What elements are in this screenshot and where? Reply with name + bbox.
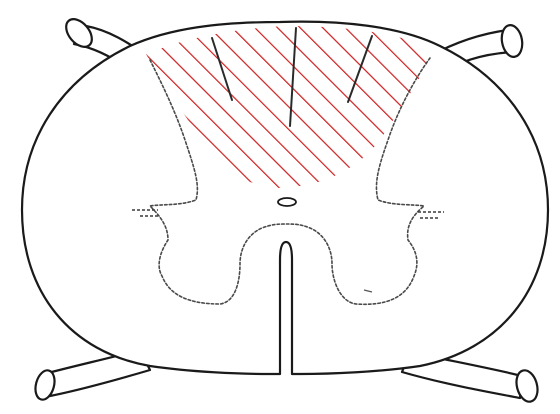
central-canal [278,198,296,206]
